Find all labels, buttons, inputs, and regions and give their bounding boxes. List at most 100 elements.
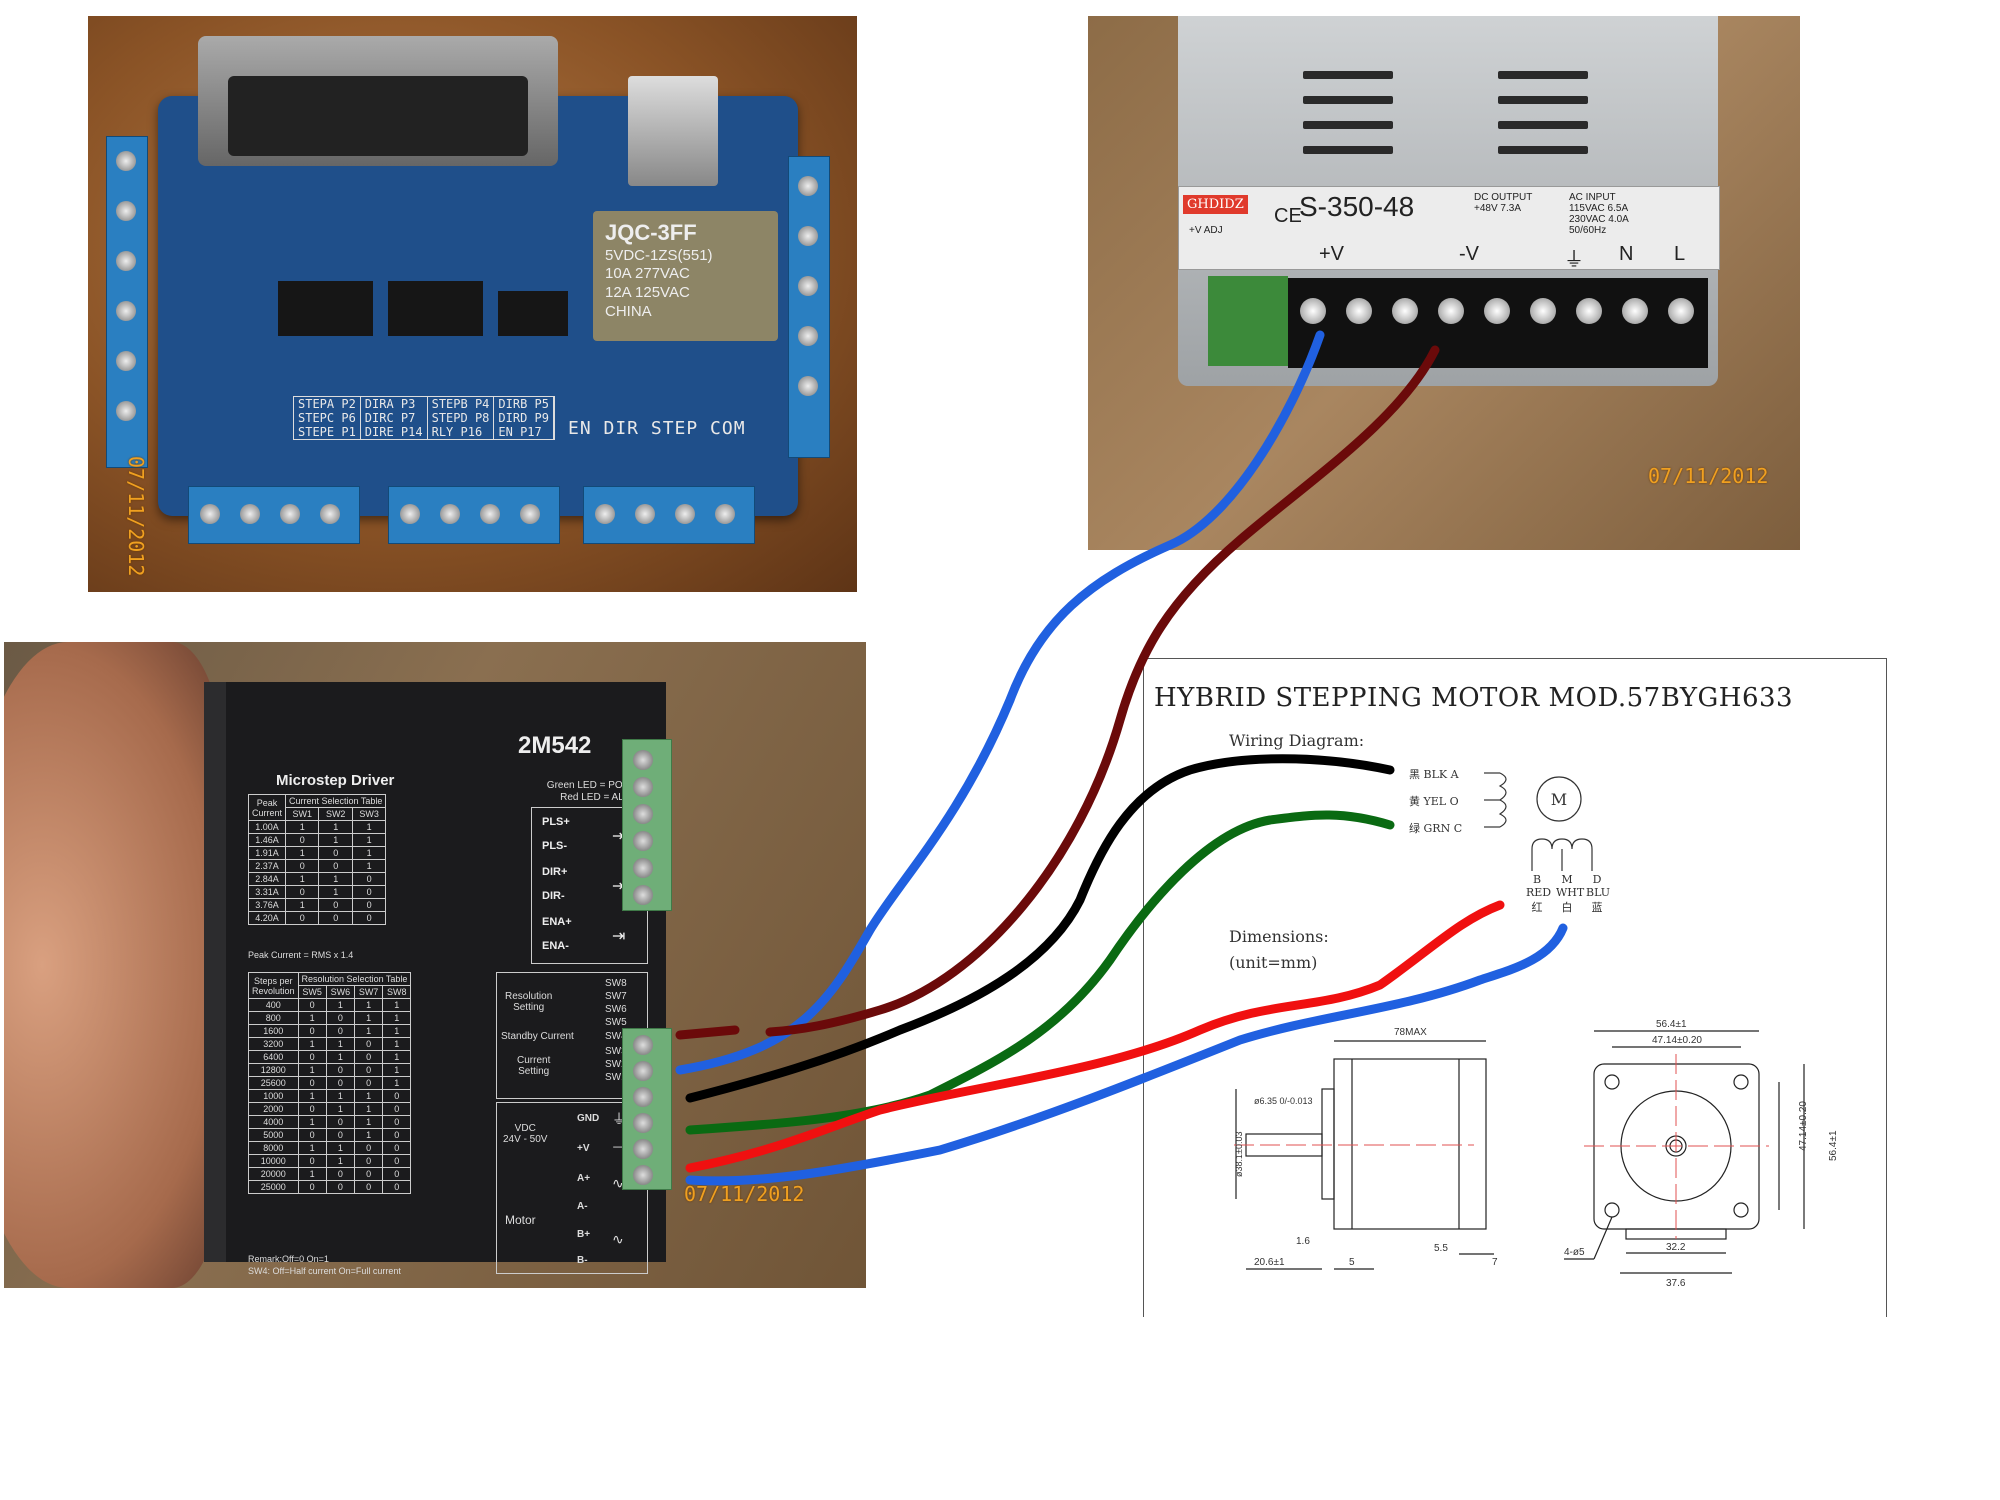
optocoupler-led-icon: ⇥	[612, 928, 626, 945]
date-stamp: 07/11/2012	[1648, 464, 1769, 488]
table-cell: 1	[353, 1128, 384, 1142]
signal-label: ENA+	[542, 916, 572, 928]
power-motor-connector	[622, 1028, 672, 1190]
usb-port	[628, 76, 718, 186]
table-cell: 0	[325, 1063, 355, 1077]
table-cell: 1	[382, 1076, 412, 1090]
pin-label-plus-v: +V	[577, 1143, 590, 1154]
table-cell: 1	[353, 1102, 384, 1116]
ground-icon: ⏚	[1564, 249, 1584, 271]
table-cell: 1	[318, 885, 353, 899]
table-cell: 0	[351, 911, 387, 925]
table-cell: 1	[297, 1037, 327, 1051]
vent	[1303, 71, 1393, 79]
table-cell: 1	[325, 1050, 355, 1064]
table-cell: 1	[285, 872, 320, 886]
relay-line: 10A 277VAC	[605, 265, 690, 283]
terminal-screw	[1576, 298, 1602, 324]
table-header: Peak	[256, 797, 278, 808]
led-legend-green: Green LED = POWER	[546, 780, 646, 791]
ac-input-value: 115VAC 6.5A	[1569, 203, 1629, 214]
screw	[798, 276, 818, 296]
table-cell: 0	[297, 1102, 327, 1116]
column-header: SW5	[297, 985, 327, 999]
vent	[1498, 146, 1588, 154]
table-cell: 1	[382, 1037, 412, 1051]
table-cell: 1	[353, 998, 384, 1012]
table-cell: 1	[351, 820, 387, 834]
table-cell: 0	[297, 998, 327, 1012]
table-cell: 25000	[248, 1180, 299, 1194]
table-cell: 0	[285, 911, 320, 925]
table-cell: 1	[382, 1050, 412, 1064]
ic-chip	[278, 281, 373, 336]
table-cell: 0	[353, 1063, 384, 1077]
table-cell: 1000	[248, 1089, 299, 1103]
table-cell: 0	[353, 1141, 384, 1155]
signal-label: PLS-	[542, 840, 568, 852]
table-cell: 1	[353, 1011, 384, 1025]
column-header: SW3	[351, 807, 387, 821]
table-cell: 0	[382, 1141, 412, 1155]
dim-hole-spacing-h: 47.14±0.20	[1652, 1035, 1702, 1046]
screw	[520, 504, 540, 524]
pin-label-b-minus: B-	[577, 1255, 588, 1266]
pin-map-cell: STEPC P6	[294, 411, 361, 425]
ac-input-value: 230VAC 4.0A	[1569, 214, 1629, 225]
screw	[116, 251, 136, 271]
table-cell: 0	[382, 1154, 412, 1168]
table-cell: 1	[297, 1141, 327, 1155]
standby-current-label: Standby Current	[501, 1031, 574, 1042]
motor-side-view-drawing: 78MAX ø6.35 0/-0.013 ø38.1±0.03 1.6 20.6…	[1234, 1027, 1498, 1270]
ac-input-spec: AC INPUT 115VAC 6.5A 230VAC 4.0A 50/60Hz	[1569, 192, 1629, 236]
power-supply-photo: GHDIDZ CE S-350-48 DC OUTPUT +48V 7.3A A…	[1088, 16, 1800, 550]
table-cell: 0	[297, 1076, 327, 1090]
dim-flange-thickness: 1.6	[1296, 1236, 1310, 1247]
dimensions-unit: (unit=mm)	[1229, 952, 1318, 972]
dc-output-value: +48V 7.3A	[1474, 203, 1521, 214]
db25-parallel-connector	[198, 36, 558, 166]
table-cell: 0	[297, 1154, 327, 1168]
table-cell: 2.84A	[247, 872, 287, 886]
table-cell: 400	[248, 998, 299, 1012]
pin-map-cell: STEPB P4	[428, 397, 495, 411]
table-cell: 0	[351, 872, 387, 886]
table-cell: 1	[297, 1011, 327, 1025]
dim-mount-holes: 4-ø5	[1564, 1247, 1585, 1258]
ic-chip	[388, 281, 483, 336]
table-cell: 0	[353, 1180, 384, 1194]
ac-input-title: AC INPUT	[1569, 192, 1616, 203]
dim-pilot-depth: 5	[1349, 1257, 1355, 1268]
table-cell: 1	[382, 1063, 412, 1077]
table-cell: 1	[382, 1024, 412, 1038]
terminal-screw	[1438, 298, 1464, 324]
table-cell: 8000	[248, 1141, 299, 1155]
table-cell: 2.37A	[247, 859, 287, 873]
table-cell: 0	[318, 911, 353, 925]
table-cell: 20000	[248, 1167, 299, 1181]
table-cell: 1	[318, 872, 353, 886]
driver-subtitle: Microstep Driver	[276, 772, 395, 789]
dim-shaft-length: 20.6±1	[1254, 1257, 1285, 1268]
screw	[116, 301, 136, 321]
column-header: SW8	[382, 985, 412, 999]
led-legend: Green LED = POWER Red LED = ALARM	[496, 780, 646, 804]
screw	[116, 201, 136, 221]
table-cell: 0	[318, 859, 353, 873]
screw	[116, 151, 136, 171]
table-cell: 12800	[248, 1063, 299, 1077]
driver-body: 2M542 Microstep Driver Green LED = POWER…	[204, 682, 666, 1276]
vent	[1498, 71, 1588, 79]
dim-pilot-diameter: ø38.1±0.03	[1234, 1132, 1244, 1177]
table-cell: 0	[285, 833, 320, 847]
pin-label-a-plus: A+	[577, 1173, 591, 1184]
